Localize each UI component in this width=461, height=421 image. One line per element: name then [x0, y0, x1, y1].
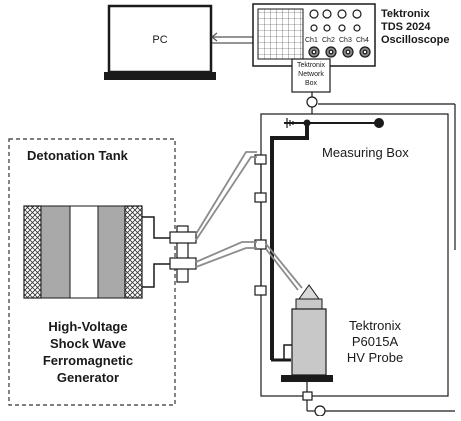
network-box [291, 58, 331, 93]
network-box-line3: Box [304, 80, 318, 87]
generator-label-line1: High-Voltage [48, 319, 128, 334]
network-box-line2: Network [298, 71, 324, 78]
probe-label-line3: HV Probe [346, 350, 404, 365]
channel-label-ch4: Ch4 [356, 37, 369, 44]
scope-to-measuring-line [306, 92, 456, 250]
probe-label-line2: P6015A [351, 334, 399, 349]
oscilloscope-label-line2: TDS 2024 [381, 21, 431, 33]
probe-output-line [306, 400, 455, 417]
generator-label-line3: Ferromagnetic [42, 353, 134, 368]
oscilloscope [252, 3, 376, 67]
knob-row [309, 9, 362, 32]
probe-label-line1: Tektronix [348, 318, 402, 333]
generator [23, 205, 143, 299]
detonation-tank-label: Detonation Tank [27, 148, 128, 163]
pc-monitor [104, 4, 216, 80]
measuring-box-label: Measuring Box [322, 145, 409, 160]
oscilloscope-label-line1: Tektronix [381, 8, 430, 20]
internal-ladder [254, 154, 267, 296]
generator-label-line2: Shock Wave [49, 336, 127, 351]
ground-wiring [270, 118, 384, 362]
generator-label: High-Voltage Shock Wave Ferromagnetic Ge… [14, 318, 162, 386]
network-box-line1: Tektronix [296, 62, 325, 69]
generator-label-line4: Generator [56, 370, 120, 385]
network-box-label: Tektronix Network Box [292, 61, 330, 88]
feedthrough-connectors [169, 225, 197, 283]
detonation-tank [8, 138, 176, 406]
oscilloscope-label: Tektronix TDS 2024 Oscilloscope [381, 8, 461, 47]
channel-label-ch2: Ch2 [322, 37, 335, 44]
generator-leads [142, 216, 172, 288]
channel-label-ch3: Ch3 [339, 37, 352, 44]
pc-oscilloscope-cable [211, 32, 254, 44]
signal-cables [195, 151, 303, 291]
channel-label-ch1: Ch1 [305, 37, 318, 44]
oscilloscope-label-line3: Oscilloscope [381, 34, 450, 46]
probe-label: Tektronix P6015A HV Probe [330, 318, 420, 366]
channel-connectors [308, 46, 371, 58]
hv-probe [281, 284, 333, 401]
pc-label: PC [152, 34, 168, 46]
